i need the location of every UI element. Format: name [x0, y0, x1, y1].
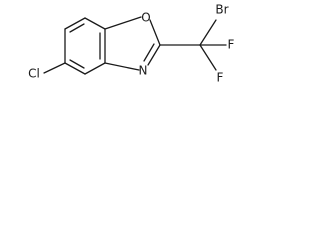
- bond-c4-c5: [84, 62, 106, 75]
- double-bond-c5-c6: [69, 59, 85, 69]
- benzene-ring: [64, 17, 106, 75]
- bond-n-c3a: [104, 62, 140, 71]
- atom-label-fluorine-bottom: F: [217, 71, 224, 85]
- bond-c2-n: [147, 44, 161, 66]
- atom-label-chlorine: Cl: [28, 67, 40, 81]
- bond-c7a-o: [104, 16, 142, 30]
- bond-c5-c6: [64, 62, 86, 75]
- bond-c6-cl: [43, 62, 66, 74]
- atom-label-bromine: Br: [215, 3, 228, 17]
- bond-c-f-bottom: [199, 44, 217, 71]
- atom-label-nitrogen: N: [139, 64, 148, 78]
- chemical-structure-diagram: O N Cl Br F F: [28, 3, 235, 85]
- atom-label-fluorine-top: F: [228, 38, 235, 52]
- bond-c7-c7a: [64, 17, 86, 30]
- bond-c7a-c3a: [84, 17, 106, 30]
- bond-o-c2: [149, 19, 161, 46]
- atom-label-oxygen: O: [141, 11, 150, 25]
- bromodifluoromethyl-group: [159, 19, 227, 71]
- double-bond-c2-n: [143, 43, 155, 62]
- double-bond-c7-c7a: [69, 23, 85, 33]
- oxazole-ring: [104, 16, 161, 71]
- bond-c-br: [199, 19, 217, 46]
